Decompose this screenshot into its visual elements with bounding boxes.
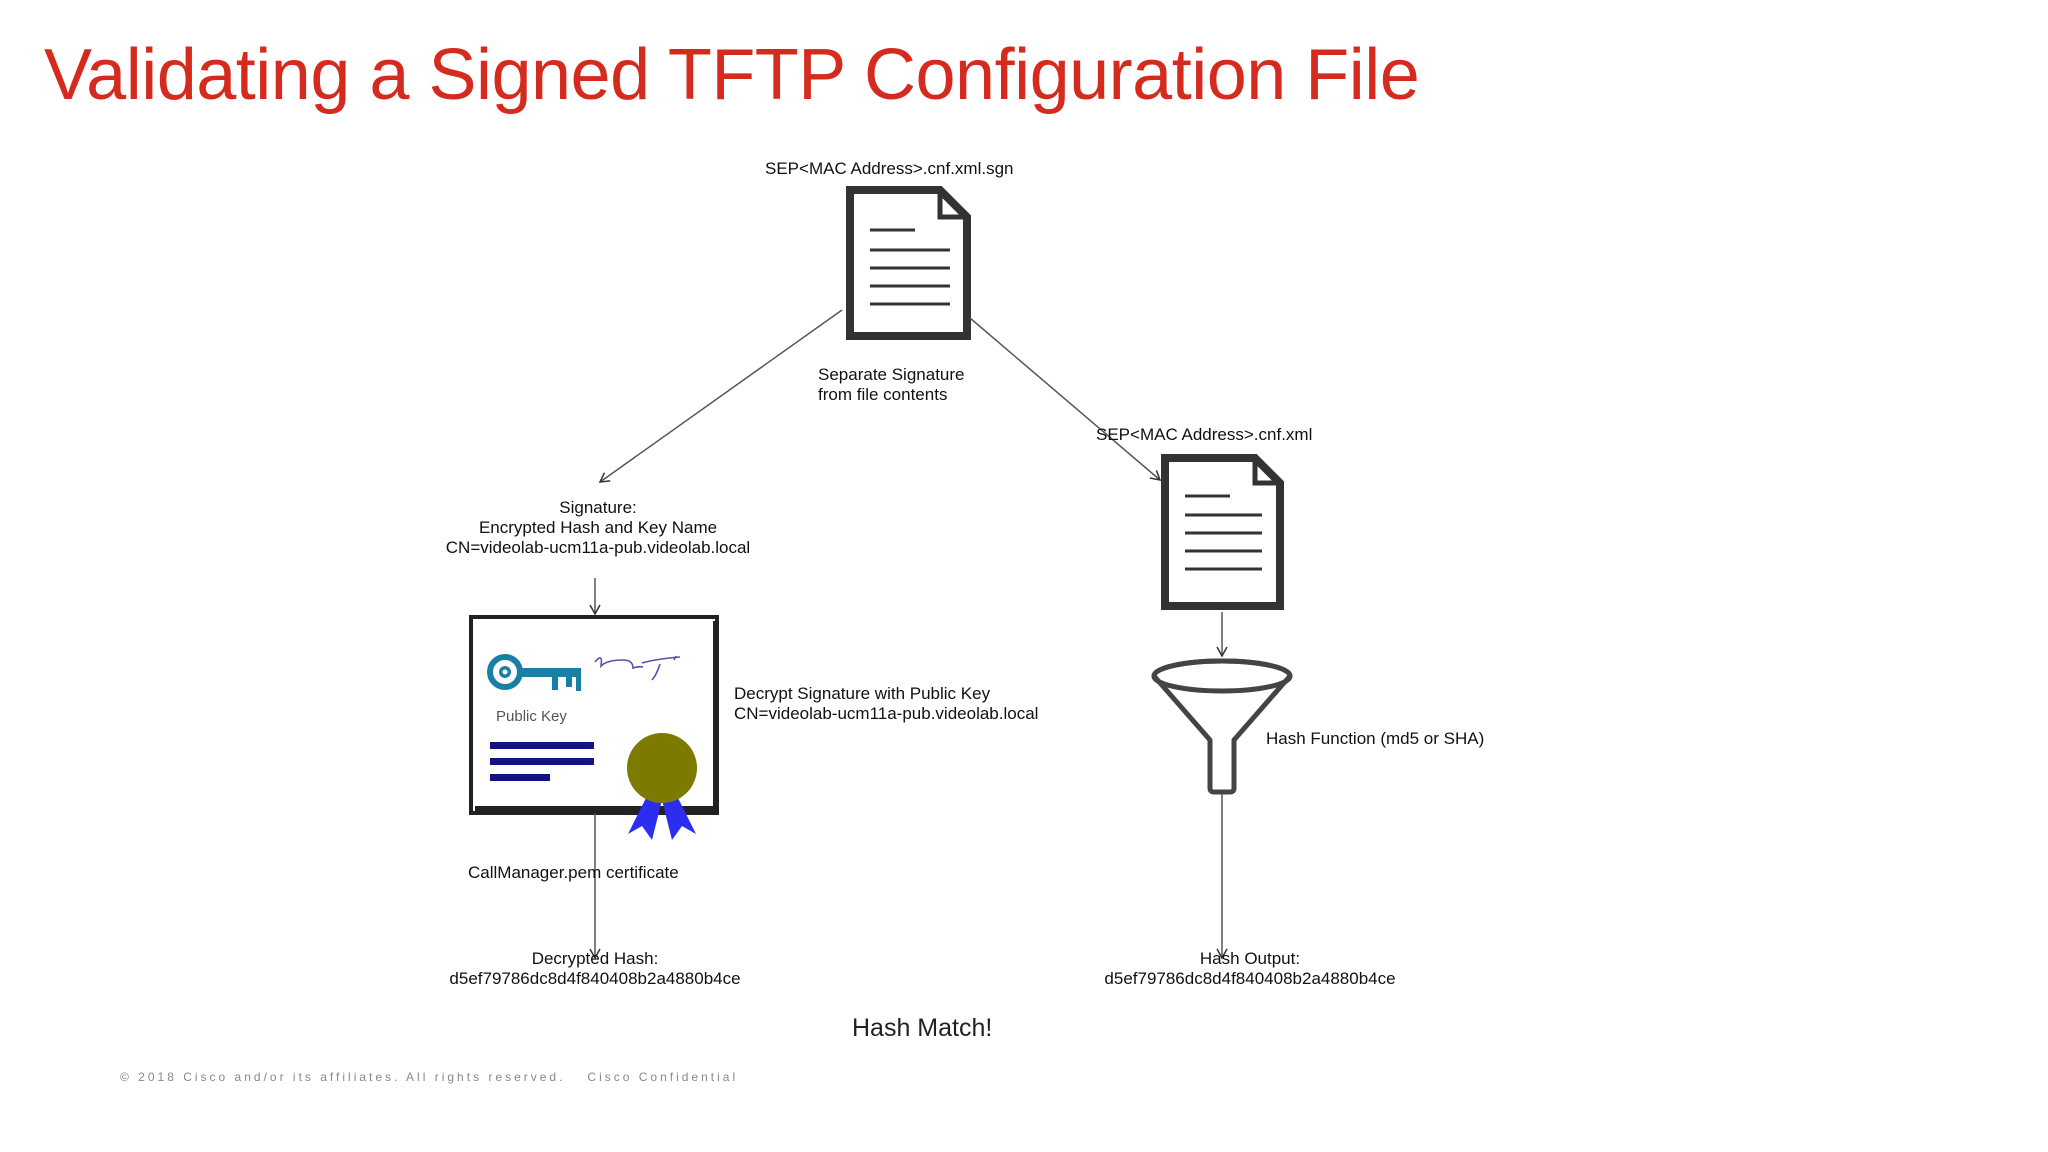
hash-match-result: Hash Match!: [852, 1014, 993, 1042]
certificate-public-key-text: Public Key: [496, 708, 567, 725]
separate-signature-line-2: from file contents: [818, 385, 948, 404]
footer: © 2018 Cisco and/or its affiliates. All …: [120, 1070, 738, 1084]
hash-output-value: d5ef79786dc8d4f840408b2a4880b4ce: [1104, 969, 1396, 988]
certificate-icon: [469, 615, 719, 840]
signature-label-line-3: CN=videolab-ucm11a-pub.videolab.local: [445, 538, 751, 557]
seal-icon: [627, 733, 697, 803]
ribbon-icon: [628, 790, 696, 840]
footer-copyright: © 2018 Cisco and/or its affiliates. All …: [120, 1070, 566, 1084]
signature-label-line-1: Signature:: [559, 498, 637, 517]
decrypt-signature-line-1: Decrypt Signature with Public Key: [734, 684, 991, 703]
arrow-to-config-file: [969, 317, 1162, 482]
separate-signature-line-1: Separate Signature: [818, 365, 965, 384]
config-file-label: SEP<MAC Address>.cnf.xml: [1096, 425, 1313, 444]
arrow-to-signature: [598, 309, 843, 483]
signed-file-document-icon: [846, 186, 971, 340]
decrypted-hash-title: Decrypted Hash:: [531, 949, 659, 968]
key-icon: [487, 654, 581, 691]
slide-title: Validating a Signed TFTP Configuration F…: [44, 35, 1420, 115]
decrypt-signature-line-2: CN=videolab-ucm11a-pub.videolab.local: [734, 704, 1039, 723]
certificate-label: CallManager.pem certificate: [468, 863, 679, 882]
signature-label-line-2: Encrypted Hash and Key Name: [478, 518, 718, 537]
signature-scribble: [594, 655, 681, 681]
footer-confidential: Cisco Confidential: [587, 1070, 739, 1084]
decrypted-hash-value: d5ef79786dc8d4f840408b2a4880b4ce: [449, 969, 741, 988]
funnel-icon: [1151, 658, 1293, 795]
hash-function-label: Hash Function (md5 or SHA): [1266, 729, 1485, 748]
config-file-document-icon: [1161, 454, 1284, 610]
hash-output-title: Hash Output:: [1199, 949, 1301, 968]
signed-file-label: SEP<MAC Address>.cnf.xml.sgn: [765, 159, 1014, 178]
